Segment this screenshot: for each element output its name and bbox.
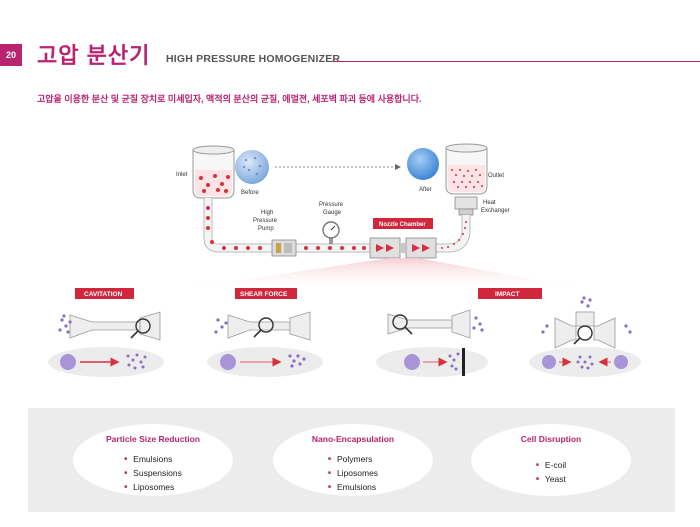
gauge-label-1: Pressure: [319, 202, 344, 208]
impact-collision-illustration: [529, 296, 641, 377]
heat-exchanger-label-2: Exchanger: [481, 208, 510, 214]
list-item: E-coil: [536, 458, 566, 472]
cavitation-illustration: [48, 311, 164, 377]
inlet-label: Inlet: [176, 172, 188, 178]
after-sphere-icon: [407, 148, 439, 180]
list-item: Yeast: [536, 472, 566, 486]
application-card-nano-encapsulation: Nano-Encapsulation Polymers Liposomes Em…: [273, 424, 433, 496]
application-title: Nano-Encapsulation: [311, 434, 395, 444]
list-item: Liposomes: [124, 480, 182, 494]
shear-force-badge: [235, 288, 297, 299]
before-label: Before: [241, 190, 259, 196]
application-title: Cell Disruption: [520, 434, 582, 444]
application-card-cell-disruption: Cell Disruption E-coil Yeast: [471, 424, 631, 496]
heat-exchanger-label-1: Heat: [483, 200, 496, 206]
page-title: 고압 분산기: [37, 43, 151, 68]
list-item: Liposomes: [328, 466, 378, 480]
impact-wall-illustration: [376, 309, 488, 377]
list-item: Suspensions: [124, 466, 182, 480]
application-list: Polymers Liposomes Emulsions: [328, 452, 378, 494]
title-divider: [330, 61, 700, 62]
cavitation-label: CAVITATION: [84, 291, 123, 298]
list-item: Polymers: [328, 452, 378, 466]
heat-exchanger-icon: [454, 196, 478, 210]
pump-icon: [271, 239, 297, 257]
outlet-label: Outlet: [488, 173, 504, 179]
application-title: Particle Size Reduction: [106, 434, 200, 444]
page-subtitle: 고압을 이용한 분산 및 균질 장치로 미세입자, 액적의 분산의 균질, 에멀…: [37, 94, 422, 104]
before-sphere-icon: [235, 150, 269, 184]
shear-force-label: SHEAR FORCE: [240, 291, 288, 298]
list-item: Emulsions: [124, 452, 182, 466]
page-title-english: HIGH PRESSURE HOMOGENIZER: [166, 53, 341, 65]
nozzle-chamber-badge: [373, 218, 433, 229]
impact-label: IMPACT: [495, 291, 519, 298]
zoom-beam: [160, 258, 600, 292]
homogenizer-diagram: Inlet Before After Outlet Heat Exchanger: [48, 143, 641, 377]
after-label: After: [419, 187, 432, 193]
application-list: Emulsions Suspensions Liposomes: [124, 452, 182, 494]
inlet-beaker: [192, 145, 235, 199]
nozzle-chamber-icon: [369, 237, 437, 259]
list-item: Emulsions: [328, 480, 378, 494]
pressure-gauge-icon: [322, 221, 340, 244]
shear-force-illustration: [207, 311, 323, 377]
pump-label-2: Pressure: [253, 218, 278, 224]
gauge-label-2: Gauge: [323, 210, 342, 216]
pipe-system: [203, 198, 471, 253]
cavitation-badge: [75, 288, 134, 299]
impact-badge: [478, 288, 542, 299]
pump-label-1: High: [261, 210, 273, 216]
application-card-particle-size-reduction: Particle Size Reduction Emulsions Suspen…: [73, 424, 233, 496]
applications-panel: Particle Size Reduction Emulsions Suspen…: [28, 408, 675, 512]
page-number: 20: [0, 44, 22, 66]
pump-label-3: Pump: [258, 226, 274, 232]
outlet-beaker: [445, 143, 488, 195]
nozzle-chamber-label: Nozzle Chamber: [379, 222, 426, 228]
application-list: E-coil Yeast: [536, 458, 566, 486]
